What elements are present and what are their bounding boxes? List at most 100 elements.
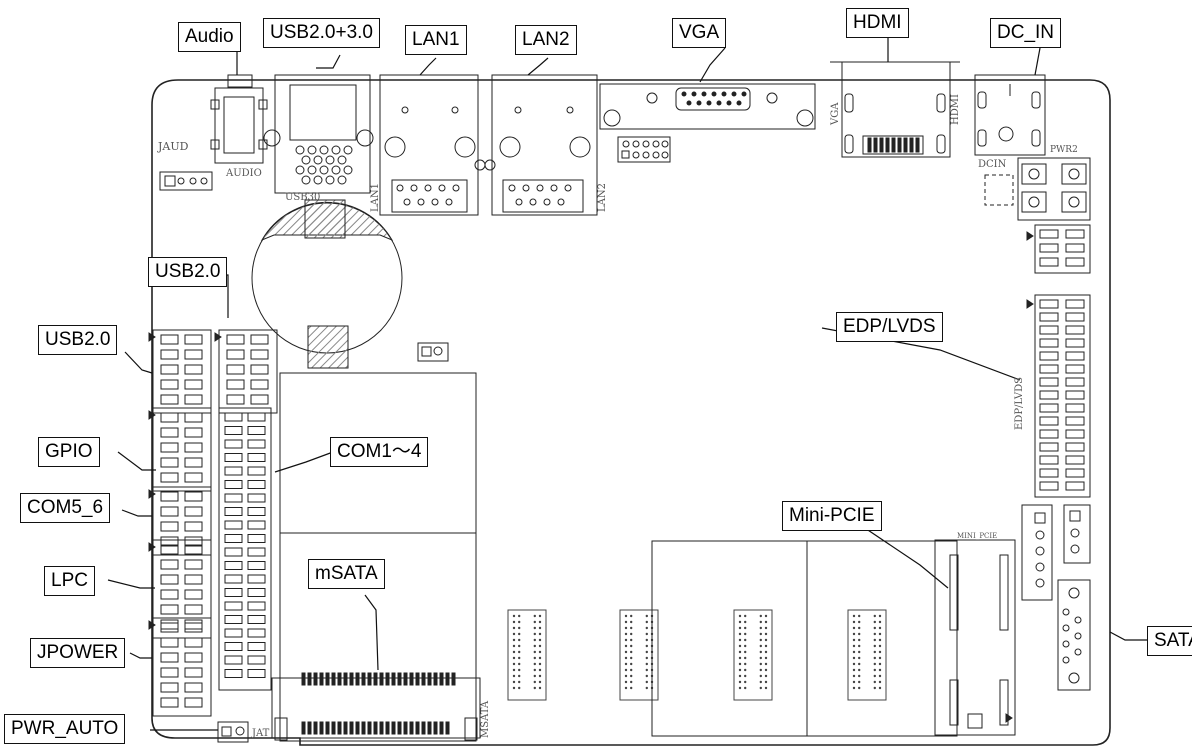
pin [385, 721, 390, 735]
pin [226, 394, 245, 405]
callout-jpower: JPOWER [30, 638, 126, 668]
pin [421, 672, 426, 686]
sata-connector [1057, 579, 1091, 691]
ball [645, 614, 648, 618]
ball [764, 632, 768, 636]
pin [247, 426, 266, 435]
ball [738, 638, 742, 642]
ball [512, 674, 516, 678]
ball [533, 680, 536, 684]
pin [160, 604, 179, 615]
ball [624, 674, 628, 678]
ball [518, 680, 521, 684]
pin [451, 672, 456, 686]
ball [518, 638, 521, 642]
pin-header [152, 329, 212, 414]
pin [160, 559, 179, 570]
ball [512, 614, 516, 618]
ball [852, 686, 856, 690]
ball [533, 644, 536, 648]
ball [645, 668, 648, 672]
pin [397, 672, 402, 686]
pin [160, 697, 179, 708]
memory-area-left [651, 540, 808, 737]
pin [1065, 377, 1085, 387]
ball [852, 614, 856, 618]
pin [1039, 442, 1059, 452]
pin-header [152, 407, 212, 492]
pin [445, 721, 450, 735]
ball [764, 638, 768, 642]
pin [361, 721, 366, 735]
com-header-body [218, 407, 272, 691]
pin [1065, 429, 1085, 439]
ball [630, 626, 633, 630]
ball [873, 674, 876, 678]
pin-header [152, 486, 212, 556]
pin [247, 642, 266, 651]
ball [538, 662, 542, 666]
memory-chips [507, 609, 887, 701]
pin [160, 394, 179, 405]
ball [624, 686, 628, 690]
ball [764, 680, 768, 684]
silk-usb30: USB30 [285, 192, 320, 203]
pin [226, 364, 245, 375]
silk-edp: EDP/LVDS [1014, 377, 1025, 430]
vga-connector [599, 83, 816, 163]
lan1-connector [379, 74, 486, 216]
ball [630, 668, 633, 672]
pin [184, 412, 203, 423]
ball [744, 668, 747, 672]
ball [533, 662, 536, 666]
pin [349, 721, 354, 735]
ball [858, 620, 861, 624]
pwr2-header [984, 157, 1091, 221]
ball [538, 632, 542, 636]
ball [878, 632, 882, 636]
pin [224, 439, 243, 449]
ball [878, 650, 882, 654]
ball [764, 674, 768, 678]
ball [645, 680, 648, 684]
ball [630, 686, 633, 690]
pin [160, 619, 179, 630]
silk-minipcie: MINI_PCIE [957, 532, 997, 540]
pin [226, 349, 245, 360]
ball [538, 644, 542, 648]
pin [160, 682, 179, 693]
ball [518, 668, 521, 672]
pin [224, 507, 243, 516]
pin [160, 574, 179, 585]
pin [349, 672, 354, 686]
pin [325, 672, 330, 686]
silk-msata: MSATA [480, 700, 491, 738]
ball [878, 674, 882, 678]
pin [160, 427, 179, 438]
pin [184, 574, 203, 585]
pin [160, 544, 179, 555]
ball [759, 686, 762, 690]
pin [184, 349, 203, 360]
ball [512, 656, 516, 660]
silk-jaud: JAUD [157, 140, 189, 153]
pin [224, 547, 243, 557]
pin [1065, 468, 1085, 478]
ball [858, 686, 861, 690]
ball [852, 662, 856, 666]
pin [184, 667, 203, 678]
pin [1065, 325, 1085, 335]
ball [858, 674, 861, 678]
ball [738, 626, 742, 630]
ball [764, 662, 768, 666]
ball [624, 656, 628, 660]
pin [301, 672, 306, 686]
ball [738, 686, 742, 690]
pin [184, 521, 203, 532]
ball [852, 638, 856, 642]
ball [533, 650, 536, 654]
callout-com5-6: COM5_6 [20, 493, 111, 523]
ball [878, 680, 882, 684]
ball [518, 662, 521, 666]
